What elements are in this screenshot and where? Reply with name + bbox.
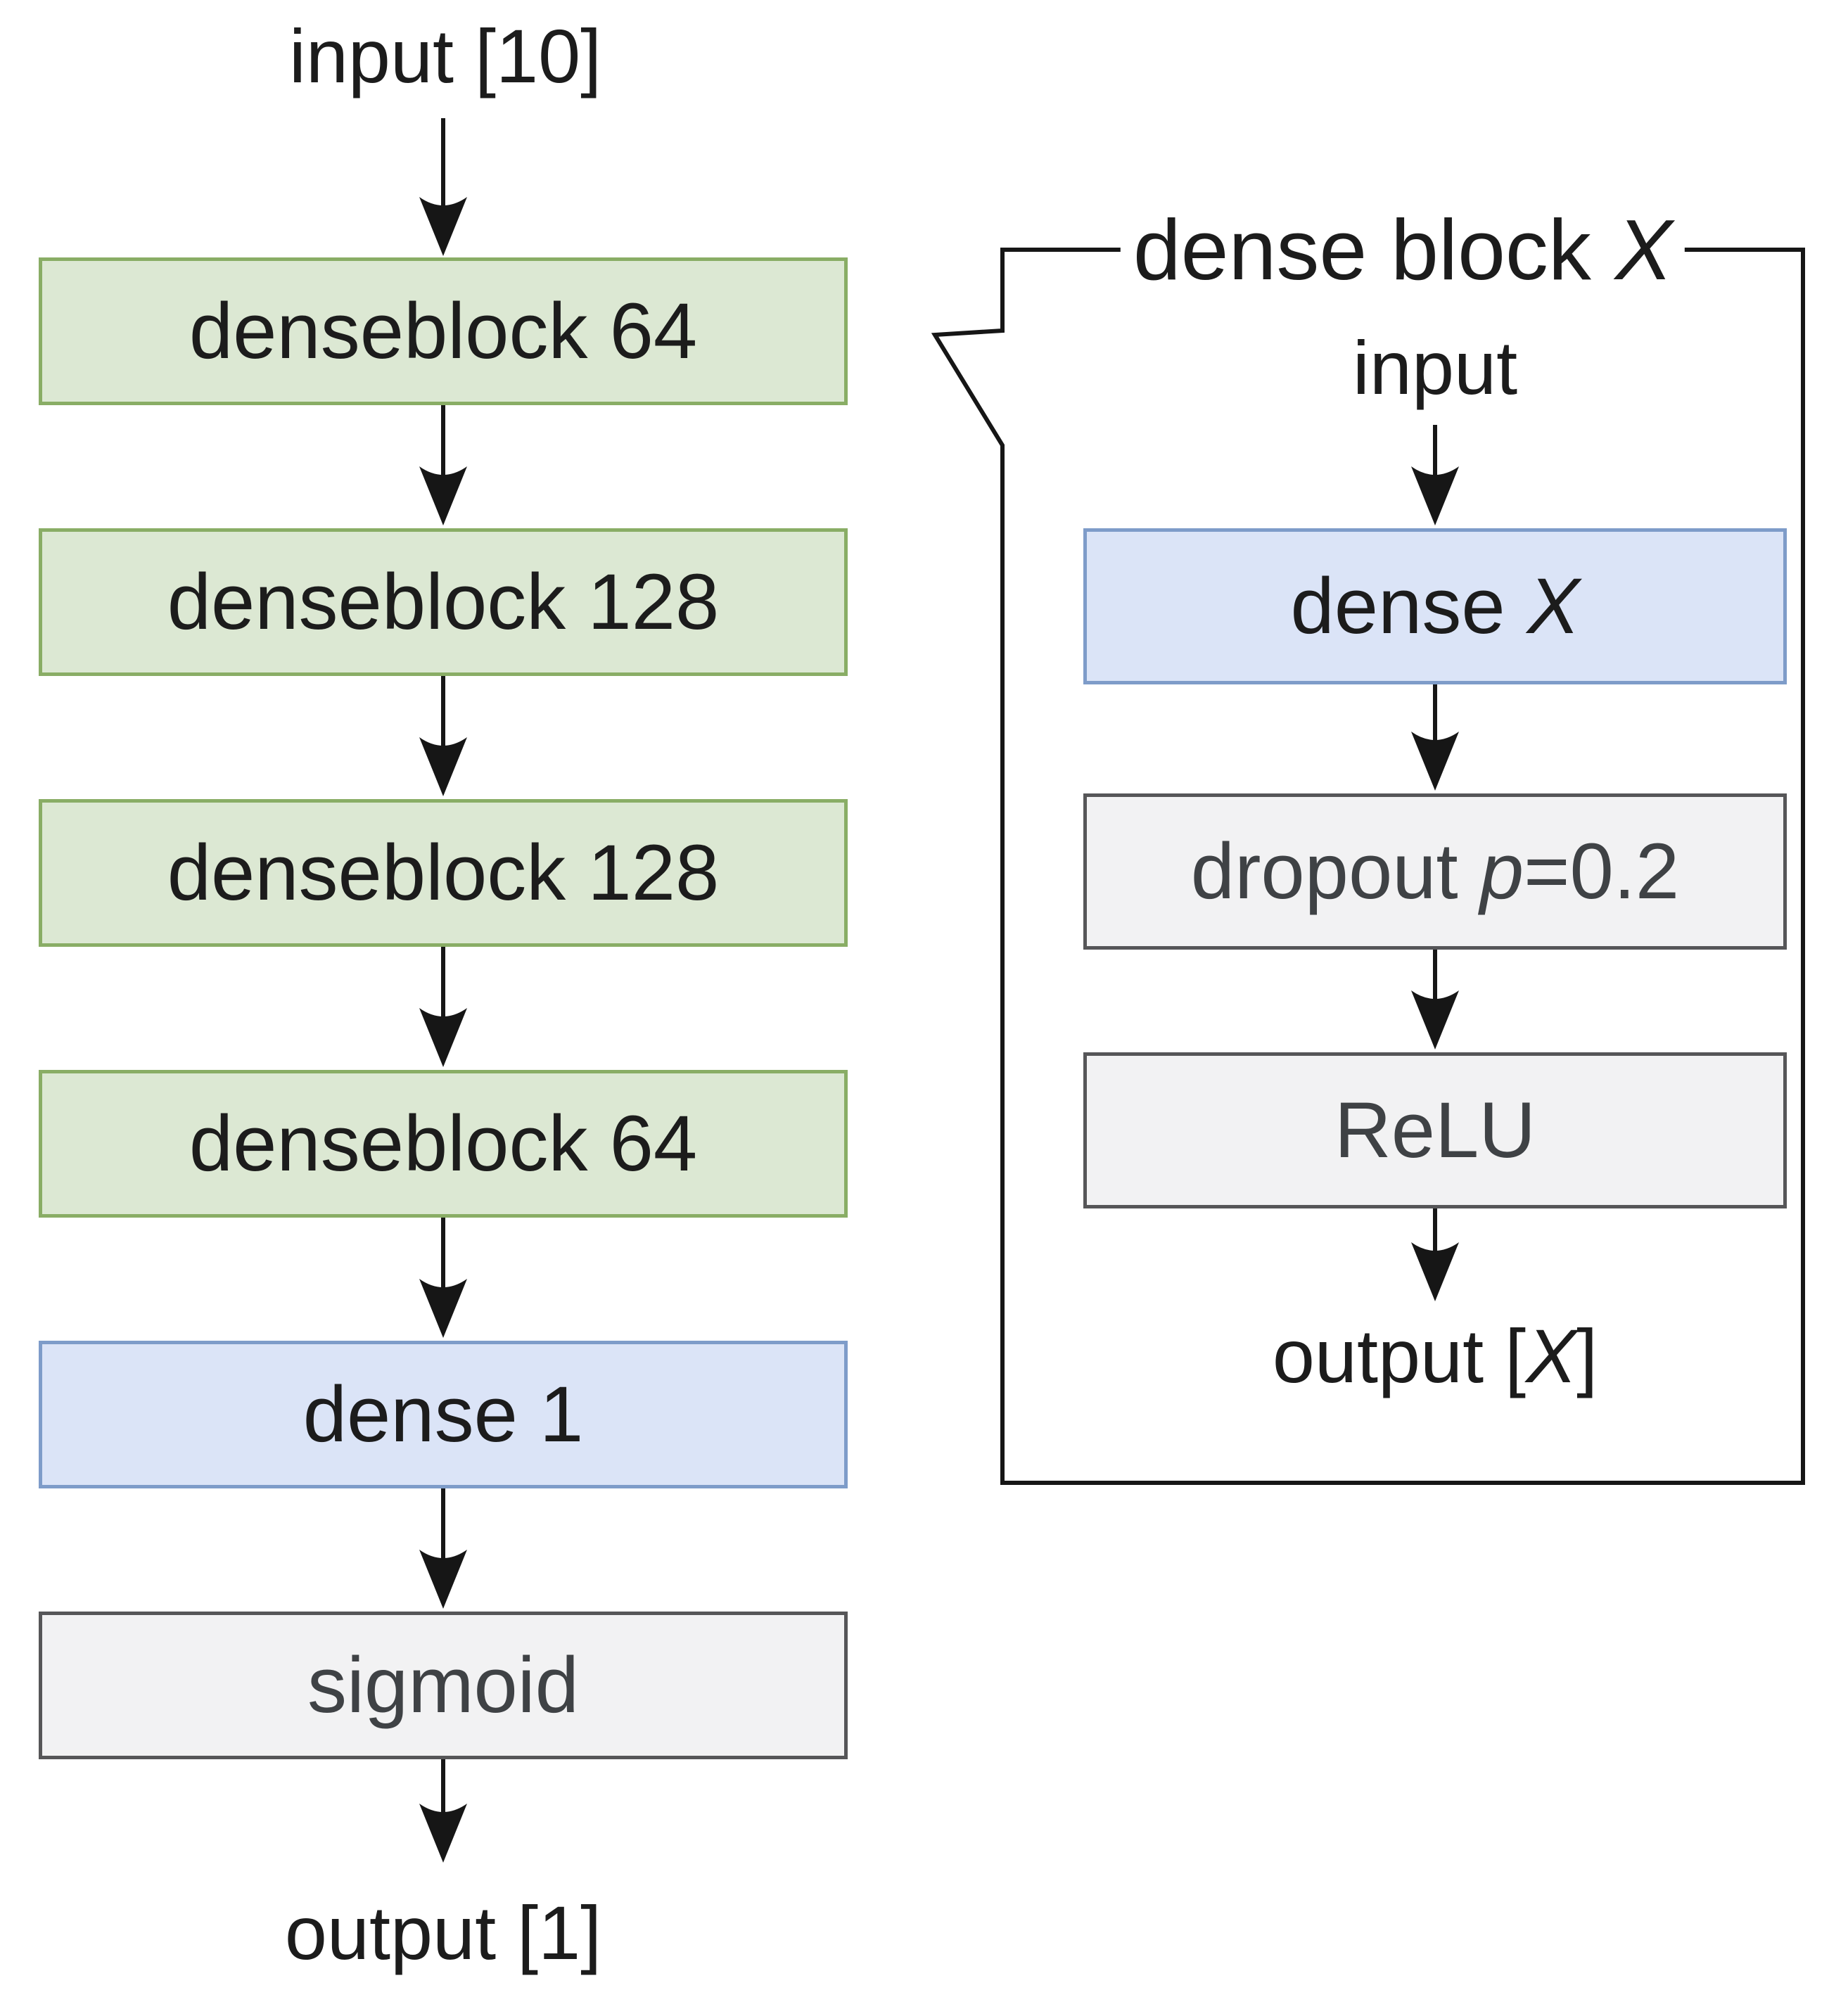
denseblock-128-label: denseblock 128 — [167, 829, 720, 917]
sigmoid-box: sigmoid — [39, 1612, 848, 1759]
denseblock-128-box-1: denseblock 128 — [39, 528, 848, 676]
dense-block-panel-outline — [931, 248, 1805, 1485]
detail-output-prefix: output [ — [1272, 1313, 1527, 1398]
main-output-label: output [1] — [284, 1890, 602, 1975]
dense-x-box: dense X — [1083, 528, 1787, 684]
denseblock-128-box-2: denseblock 128 — [39, 799, 848, 947]
panel-title-text: dense block — [1133, 202, 1615, 298]
dense-1-box: dense 1 — [39, 1341, 848, 1488]
detail-output-label: output [X] — [1273, 1318, 1598, 1394]
detail-output-x: X — [1526, 1313, 1577, 1398]
dropout-label-suffix: =0.2 — [1524, 827, 1680, 915]
dense-block-panel-title: dense block X — [1120, 207, 1685, 293]
denseblock-64-label: denseblock 64 — [189, 1099, 698, 1187]
dropout-label-prefix: dropout — [1190, 827, 1480, 915]
denseblock-64-box-2: denseblock 64 — [39, 1070, 848, 1218]
panel-title-x: X — [1614, 202, 1673, 298]
denseblock-64-box-1: denseblock 64 — [39, 257, 848, 405]
dropout-label: dropout p=0.2 — [1191, 832, 1679, 911]
dense-x-label: dense X — [1291, 567, 1580, 646]
dense-x-label-x: X — [1527, 562, 1580, 650]
main-input-label: input [10] — [288, 13, 602, 98]
dropout-box: dropout p=0.2 — [1083, 793, 1787, 950]
relu-label: ReLU — [1334, 1091, 1536, 1170]
relu-label-text: ReLU — [1334, 1086, 1536, 1174]
denseblock-128-label: denseblock 128 — [167, 558, 720, 646]
relu-box: ReLU — [1083, 1052, 1787, 1208]
detail-input-label: input — [1352, 325, 1518, 410]
dense-x-label-prefix: dense — [1290, 562, 1527, 650]
denseblock-64-label: denseblock 64 — [189, 287, 698, 375]
flow-arrows — [419, 118, 1459, 1863]
dense-1-label: dense 1 — [302, 1370, 584, 1458]
detail-output-suffix: ] — [1576, 1313, 1598, 1398]
dropout-label-p: p — [1479, 827, 1524, 915]
sigmoid-label: sigmoid — [307, 1641, 579, 1729]
